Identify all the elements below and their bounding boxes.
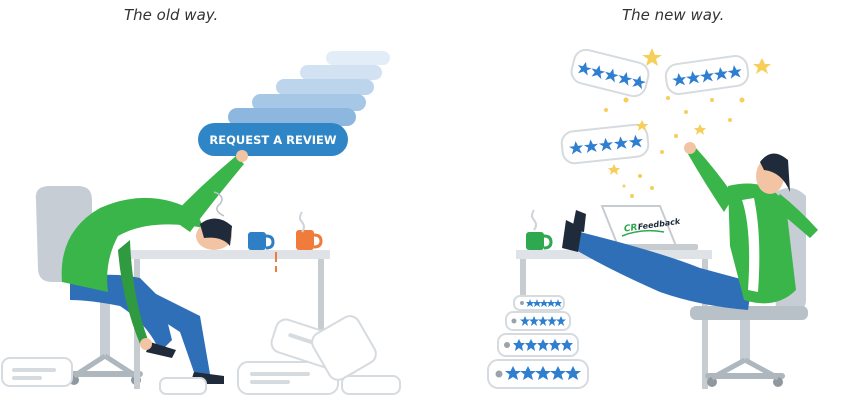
review-bubble xyxy=(570,48,650,98)
stair-step xyxy=(326,51,390,65)
star-icon xyxy=(753,58,771,74)
star-icon xyxy=(699,69,714,83)
star-icon xyxy=(605,68,619,83)
stair-step xyxy=(300,65,382,80)
review-card-icon xyxy=(505,311,571,331)
star-icon xyxy=(636,120,648,131)
review-card-icon xyxy=(159,377,207,395)
request-review-button xyxy=(198,123,348,156)
star-icon xyxy=(618,72,633,86)
mug-icon xyxy=(296,211,323,250)
review-card-icon xyxy=(513,295,565,311)
star-icon xyxy=(628,134,643,149)
star-icon xyxy=(694,124,706,135)
laptop-icon: CR Feedback xyxy=(600,205,698,250)
celebration-sparkles xyxy=(604,48,771,210)
star-icon xyxy=(686,71,700,85)
review-card-icon xyxy=(341,375,401,395)
request-review-label: REQUEST A REVIEW xyxy=(209,133,336,147)
relaxed-person xyxy=(562,142,818,310)
mug-icon xyxy=(526,209,553,250)
review-card-icon xyxy=(311,315,377,381)
star-icon xyxy=(713,67,728,81)
review-card-icon xyxy=(237,361,339,395)
stair-step xyxy=(276,79,374,95)
review-bubble xyxy=(664,54,750,96)
star-icon xyxy=(608,164,620,175)
star-icon xyxy=(672,72,687,87)
new-way-scene: CR Feedback xyxy=(487,48,818,389)
star-icon xyxy=(591,65,606,80)
new-way-caption: The new way. xyxy=(622,6,725,24)
star-icon xyxy=(598,137,613,152)
review-card-icon xyxy=(487,359,589,389)
review-card-icon xyxy=(1,357,73,387)
star-icon xyxy=(632,75,646,90)
stair-step xyxy=(252,94,366,111)
old-way-caption: The old way. xyxy=(124,6,219,24)
star-icon xyxy=(642,48,662,66)
review-card-icon xyxy=(497,333,579,357)
star-icon xyxy=(727,65,742,79)
star-icon xyxy=(613,136,628,150)
star-icon xyxy=(569,141,584,155)
review-request-staircase: REQUEST A REVIEW xyxy=(198,51,390,156)
review-card-stack xyxy=(487,295,589,389)
review-bubble xyxy=(560,123,650,165)
laptop-logo-prefix: CR xyxy=(623,223,638,235)
slumped-person xyxy=(61,150,248,384)
star-icon xyxy=(584,139,598,153)
star-icon xyxy=(577,61,592,76)
stair-step xyxy=(228,108,356,126)
mug-icon xyxy=(248,232,275,250)
old-way-scene: REQUEST A REVIEW xyxy=(1,51,401,395)
